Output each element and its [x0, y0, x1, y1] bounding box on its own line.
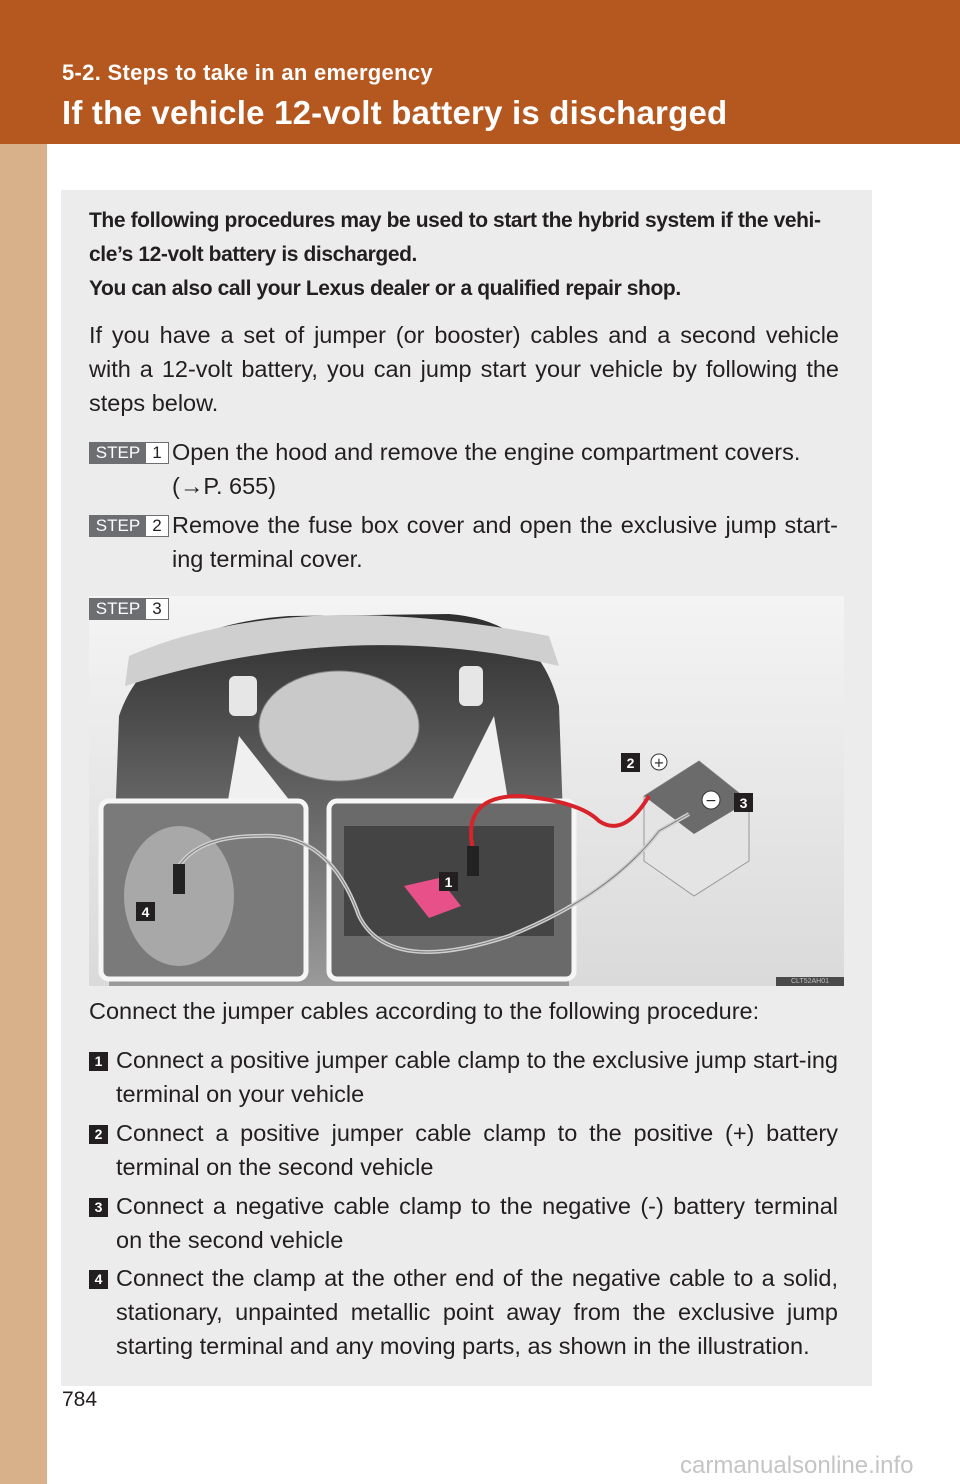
- step-word: STEP: [90, 443, 146, 463]
- callout-3-label: 3: [740, 795, 748, 811]
- clamp: [173, 864, 185, 894]
- step-1-line: Open the hood and remove the engine comp…: [172, 439, 801, 465]
- step-2-text: Remove the fuse box cover and open the e…: [172, 512, 838, 572]
- jump-start-illustration: + − 1 2 3 4: [89, 596, 844, 986]
- callout-3: [734, 793, 753, 812]
- intro-line-1: The following procedures may be used to …: [89, 209, 821, 266]
- callout-2: [621, 753, 640, 772]
- negative-cable-outline: [178, 813, 690, 953]
- jump-start-paragraph: If you have a set of jumper (or booster)…: [89, 322, 839, 416]
- step-number: 2: [146, 516, 168, 536]
- callout-4-label: 4: [142, 904, 150, 920]
- item-2-number: 2: [89, 1125, 108, 1144]
- reservoir: [459, 666, 483, 706]
- item-2-text: Connect a positive jumper cable clamp to…: [116, 1120, 838, 1180]
- engine-cover: [258, 670, 420, 782]
- hood-edge: [125, 615, 559, 686]
- item-1-text: Connect a positive jumper cable clamp to…: [116, 1047, 838, 1107]
- svg-text:+: +: [654, 756, 665, 771]
- battery-top: [644, 761, 749, 834]
- svg-text:−: −: [705, 793, 717, 809]
- connect-intro: Connect the jumper cables according to t…: [89, 998, 760, 1024]
- positive-cable: [469, 793, 651, 855]
- reservoir: [229, 676, 257, 716]
- item-1-number: 1: [89, 1052, 108, 1071]
- intro-text: The following procedures may be used to …: [89, 204, 841, 306]
- callout-2-label: 2: [627, 755, 635, 771]
- callout-1: [439, 872, 458, 891]
- page-number: 784: [62, 1388, 98, 1411]
- section-label: 5-2. Steps to take in an emergency: [62, 60, 433, 85]
- step-1-reference: (→P. 655): [172, 473, 277, 499]
- callout-4: [136, 902, 155, 921]
- callout-pointer: [449, 716, 509, 806]
- callout-1-label: 1: [445, 874, 453, 890]
- step-number: 1: [146, 443, 168, 463]
- negative-terminal-icon: [701, 790, 721, 810]
- positive-terminal-icon: [650, 753, 668, 771]
- page-header: 5-2. Steps to take in an emergency If th…: [0, 0, 960, 144]
- intro-line-2: You can also call your Lexus dealer or a…: [89, 277, 681, 300]
- item-3-number: 3: [89, 1198, 108, 1217]
- step-1-badge: STEP 1: [89, 442, 169, 464]
- watermark: carmanualsonline.info: [680, 1452, 914, 1479]
- clamp: [467, 846, 479, 876]
- step-1-text: Open the hood and remove the engine comp…: [172, 435, 838, 503]
- step-2-badge: STEP 2: [89, 515, 169, 537]
- item-4-text: Connect the clamp at the other end of th…: [116, 1265, 838, 1359]
- item-3-text: Connect a negative cable clamp to the ne…: [116, 1193, 838, 1253]
- illustration-code: CLT52AH01: [776, 977, 844, 986]
- step-word: STEP: [90, 516, 146, 536]
- item-4-number: 4: [89, 1270, 108, 1289]
- callout-pointer: [227, 736, 294, 806]
- page-title: If the vehicle 12-volt battery is discha…: [62, 94, 728, 131]
- step-number: 3: [146, 599, 168, 619]
- step-3-badge: STEP 3: [89, 598, 169, 620]
- step-word: STEP: [90, 599, 146, 619]
- side-strip: [0, 0, 47, 1484]
- ground-mount: [124, 826, 234, 966]
